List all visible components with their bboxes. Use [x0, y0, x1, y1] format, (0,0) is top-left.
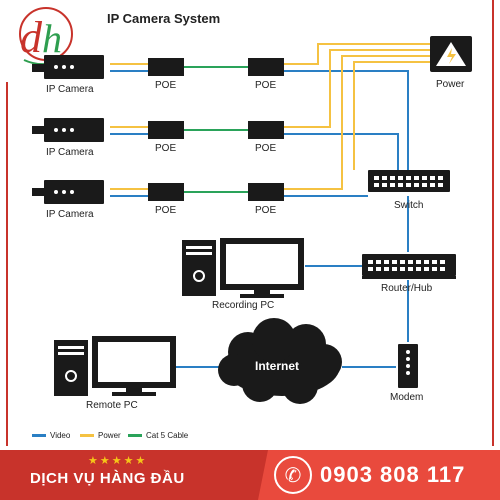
legend-power-swatch — [80, 434, 94, 437]
recording-pc-label: Recording PC — [212, 300, 275, 311]
internet-label: Internet — [255, 359, 300, 373]
diagram-title: IP Camera System — [107, 11, 221, 26]
poe-label: POE — [255, 205, 277, 216]
poe-boxes — [148, 58, 284, 201]
svg-text:h: h — [42, 16, 62, 61]
legend-video: Video — [32, 431, 70, 440]
service-panel: ★★★★★ DỊCH VỤ HÀNG ĐẦU — [0, 450, 268, 500]
poe-label: POE — [155, 205, 177, 216]
rating-stars: ★★★★★ — [88, 455, 148, 467]
legend-cable-label: Cat 5 Cable — [146, 431, 189, 440]
switch-icon — [368, 170, 450, 192]
switch-label: Switch — [394, 200, 424, 211]
modem-icon — [398, 344, 418, 388]
camera-label-2: IP Camera — [46, 147, 94, 158]
ip-camera-1 — [32, 55, 104, 79]
row1-lines — [110, 43, 430, 170]
network-diagram: d h — [19, 7, 472, 404]
service-text: DỊCH VỤ HÀNG ĐẦU — [30, 470, 185, 487]
poe-label: POE — [255, 143, 277, 154]
legend-cable: Cat 5 Cable — [128, 431, 188, 440]
diagram-frame — [6, 0, 494, 446]
poe-label: POE — [155, 143, 177, 154]
phone-number[interactable]: 0903 808 117 — [320, 462, 466, 487]
legend-power-label: Power — [98, 431, 121, 440]
poe-label: POE — [155, 80, 177, 91]
phone-icon[interactable]: ✆ — [274, 456, 312, 494]
legend-video-swatch — [32, 434, 46, 437]
svg-text:d: d — [20, 13, 43, 62]
remote-pc-label: Remote PC — [86, 400, 138, 411]
phone-panel[interactable]: ✆ 0903 808 117 — [258, 450, 500, 500]
router-icon — [362, 254, 456, 279]
legend-video-label: Video — [50, 431, 71, 440]
power-icon — [430, 36, 472, 72]
recording-pc-icon — [182, 238, 304, 298]
camera-label-3: IP Camera — [46, 209, 94, 220]
row2-lines — [110, 49, 430, 170]
modem-label: Modem — [390, 392, 424, 403]
poe-label: POE — [255, 80, 277, 91]
remote-pc-icon — [54, 336, 176, 396]
internet-cloud-icon — [218, 318, 342, 404]
router-label: Router/Hub — [381, 283, 433, 294]
row3-lines — [110, 55, 430, 197]
ip-camera-3 — [32, 180, 104, 204]
contact-banner: ★★★★★ DỊCH VỤ HÀNG ĐẦU ✆ 0903 808 117 — [0, 450, 500, 500]
legend-cable-swatch — [128, 434, 142, 437]
ip-camera-2 — [32, 118, 104, 142]
camera-label-1: IP Camera — [46, 84, 94, 95]
power-label: Power — [436, 79, 465, 90]
legend-power: Power — [80, 431, 121, 440]
